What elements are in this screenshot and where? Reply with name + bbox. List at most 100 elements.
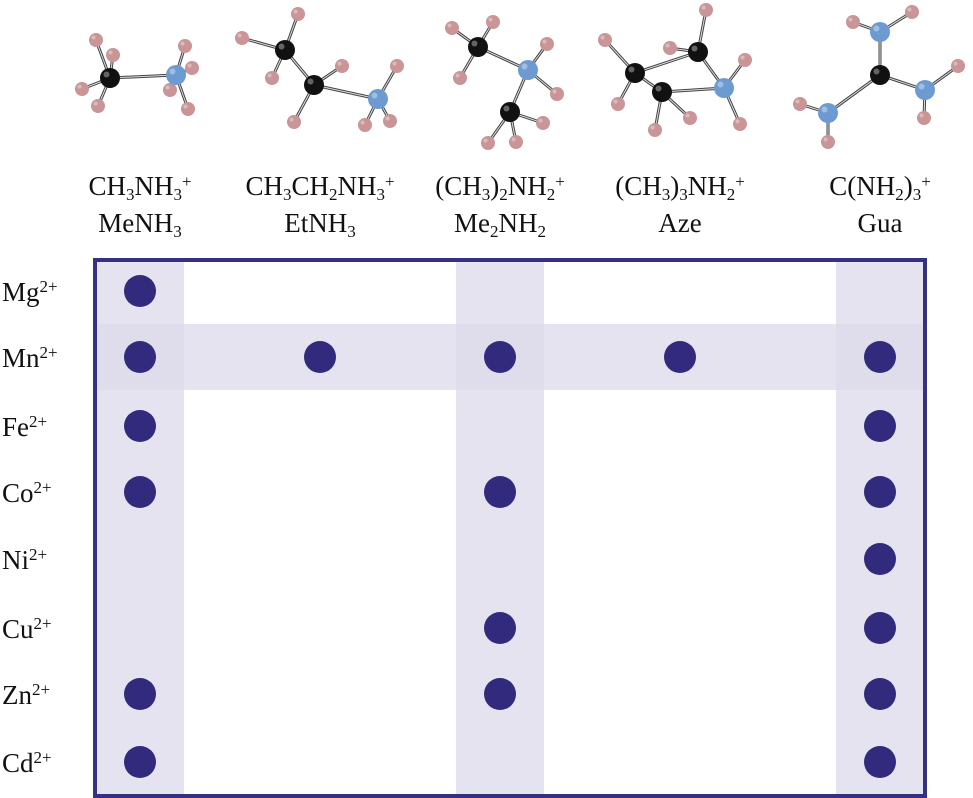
cation-abbreviation-part: EtNH — [284, 208, 347, 238]
nitrogen-atom-icon — [870, 22, 890, 42]
hydrogen-atom-icon — [91, 99, 105, 113]
compatibility-dot — [864, 612, 896, 644]
cation-abbreviation-part: Me — [454, 208, 490, 238]
cation-abbreviation-part: MeNH — [98, 208, 173, 238]
cation-formula: (CH3)2NH2+ — [435, 171, 565, 204]
cation-formula-part: 3 — [679, 185, 688, 204]
atom-shine — [655, 85, 662, 92]
cation-abbreviation-part: 3 — [347, 222, 356, 241]
compatibility-dot — [484, 612, 516, 644]
compatibility-dot — [124, 275, 156, 307]
atom-shine — [873, 25, 880, 32]
hydrogen-atom-icon — [550, 87, 564, 101]
atom-shine — [521, 63, 528, 70]
cation-formula-part: 2 — [499, 185, 508, 204]
nitrogen-atom-icon — [518, 60, 538, 80]
cation-formula-part: NH — [337, 171, 376, 201]
carbon-atom-icon — [304, 75, 324, 95]
hydrogen-atom-icon — [358, 118, 372, 132]
hydrogen-atom-icon — [846, 15, 860, 29]
bond-highlight — [827, 74, 881, 114]
cation-formula-part: 3 — [376, 185, 385, 204]
compatibility-dot — [484, 341, 516, 373]
compatibility-dot — [124, 476, 156, 508]
cation-formula-part: CH — [88, 171, 126, 201]
ion-charge: 2+ — [34, 614, 52, 633]
cation-abbreviation: Gua — [858, 208, 903, 238]
atom-shine — [289, 117, 294, 122]
atom-shine — [650, 125, 655, 130]
bond-highlight — [313, 84, 379, 100]
cation-abbreviation-part: Gua — [858, 208, 903, 238]
atom-shine — [907, 7, 912, 12]
hydrogen-atom-icon — [509, 135, 523, 149]
compatibility-dot — [864, 476, 896, 508]
metal-ion-label: Fe2+ — [2, 412, 47, 442]
compatibility-grid — [93, 258, 927, 798]
cation-formula-part: NH — [508, 171, 547, 201]
cation-formula-part: CH — [245, 171, 283, 201]
cation-formula-part: NH — [688, 171, 727, 201]
atom-shine — [552, 89, 557, 94]
atom-shine — [511, 137, 516, 142]
hydrogen-atom-icon — [648, 123, 662, 137]
cation-abbreviation-part: 3 — [173, 222, 182, 241]
hydrogen-atom-icon — [738, 53, 752, 67]
bond-highlight — [109, 74, 177, 79]
cation-formula: (CH3)3NH2+ — [615, 171, 745, 204]
hydrogen-atom-icon — [185, 61, 199, 75]
cation-formula-part: (CH — [435, 171, 482, 201]
methylammonium-molecule-icon — [75, 33, 199, 116]
metal-ion-label: Cd2+ — [2, 748, 52, 778]
dimethylammonium-molecule-icon — [445, 15, 564, 150]
hydrogen-atom-icon — [481, 136, 495, 150]
cation-abbreviation-part: Aze — [658, 208, 701, 238]
cation-formula-part: NH — [134, 171, 173, 201]
azetidinium-molecule-icon — [598, 3, 752, 137]
cation-formula-part: ) — [670, 171, 679, 201]
cation-formula-part: ) — [490, 171, 499, 201]
atom-shine — [503, 105, 510, 112]
cation-formula-part: 2 — [329, 185, 338, 204]
hydrogen-atom-icon — [453, 71, 467, 85]
cation-formula-part: + — [182, 172, 192, 191]
ion-charge: 2+ — [34, 478, 52, 497]
atom-shine — [795, 99, 800, 104]
atom-shine — [735, 119, 740, 124]
cation-formula-part: C(NH — [829, 171, 895, 201]
nitrogen-atom-icon — [714, 78, 734, 98]
ion-symbol: Mn — [2, 343, 40, 373]
metal-ion-label: Zn2+ — [2, 680, 50, 710]
compatibility-dot — [484, 476, 516, 508]
ion-symbol: Fe — [2, 412, 29, 442]
atom-shine — [91, 35, 96, 40]
atom-shine — [307, 78, 314, 85]
hydrogen-atom-icon — [335, 59, 349, 73]
hydrogen-atom-icon — [235, 31, 249, 45]
cation-formula-part: 2 — [895, 185, 904, 204]
cation-formula-part: + — [385, 172, 395, 191]
compatibility-dot — [864, 410, 896, 442]
hydrogen-atom-icon — [486, 15, 500, 29]
ion-symbol: Zn — [2, 680, 32, 710]
atom-shine — [600, 35, 605, 40]
cation-formula-part: + — [735, 172, 745, 191]
cation-formula-part: 3 — [173, 185, 182, 204]
atom-shine — [918, 83, 925, 90]
atom-shine — [187, 63, 192, 68]
metal-ion-label: Co2+ — [2, 478, 52, 508]
metal-ion-label: Ni2+ — [2, 545, 47, 575]
atom-shine — [455, 73, 460, 78]
hydrogen-atom-icon — [181, 102, 195, 116]
hydrogen-atom-icon — [611, 97, 625, 111]
compatibility-dot — [864, 341, 896, 373]
hydrogen-atom-icon — [536, 116, 550, 130]
hydrogen-atom-icon — [699, 3, 713, 17]
carbon-atom-icon — [688, 42, 708, 62]
hydrogen-atom-icon — [75, 82, 89, 96]
cation-formula-part: 3 — [283, 185, 292, 204]
atom-shine — [821, 106, 828, 113]
hydrogen-atom-icon — [733, 117, 747, 131]
ion-charge: 2+ — [40, 343, 58, 362]
carbon-atom-icon — [870, 65, 890, 85]
